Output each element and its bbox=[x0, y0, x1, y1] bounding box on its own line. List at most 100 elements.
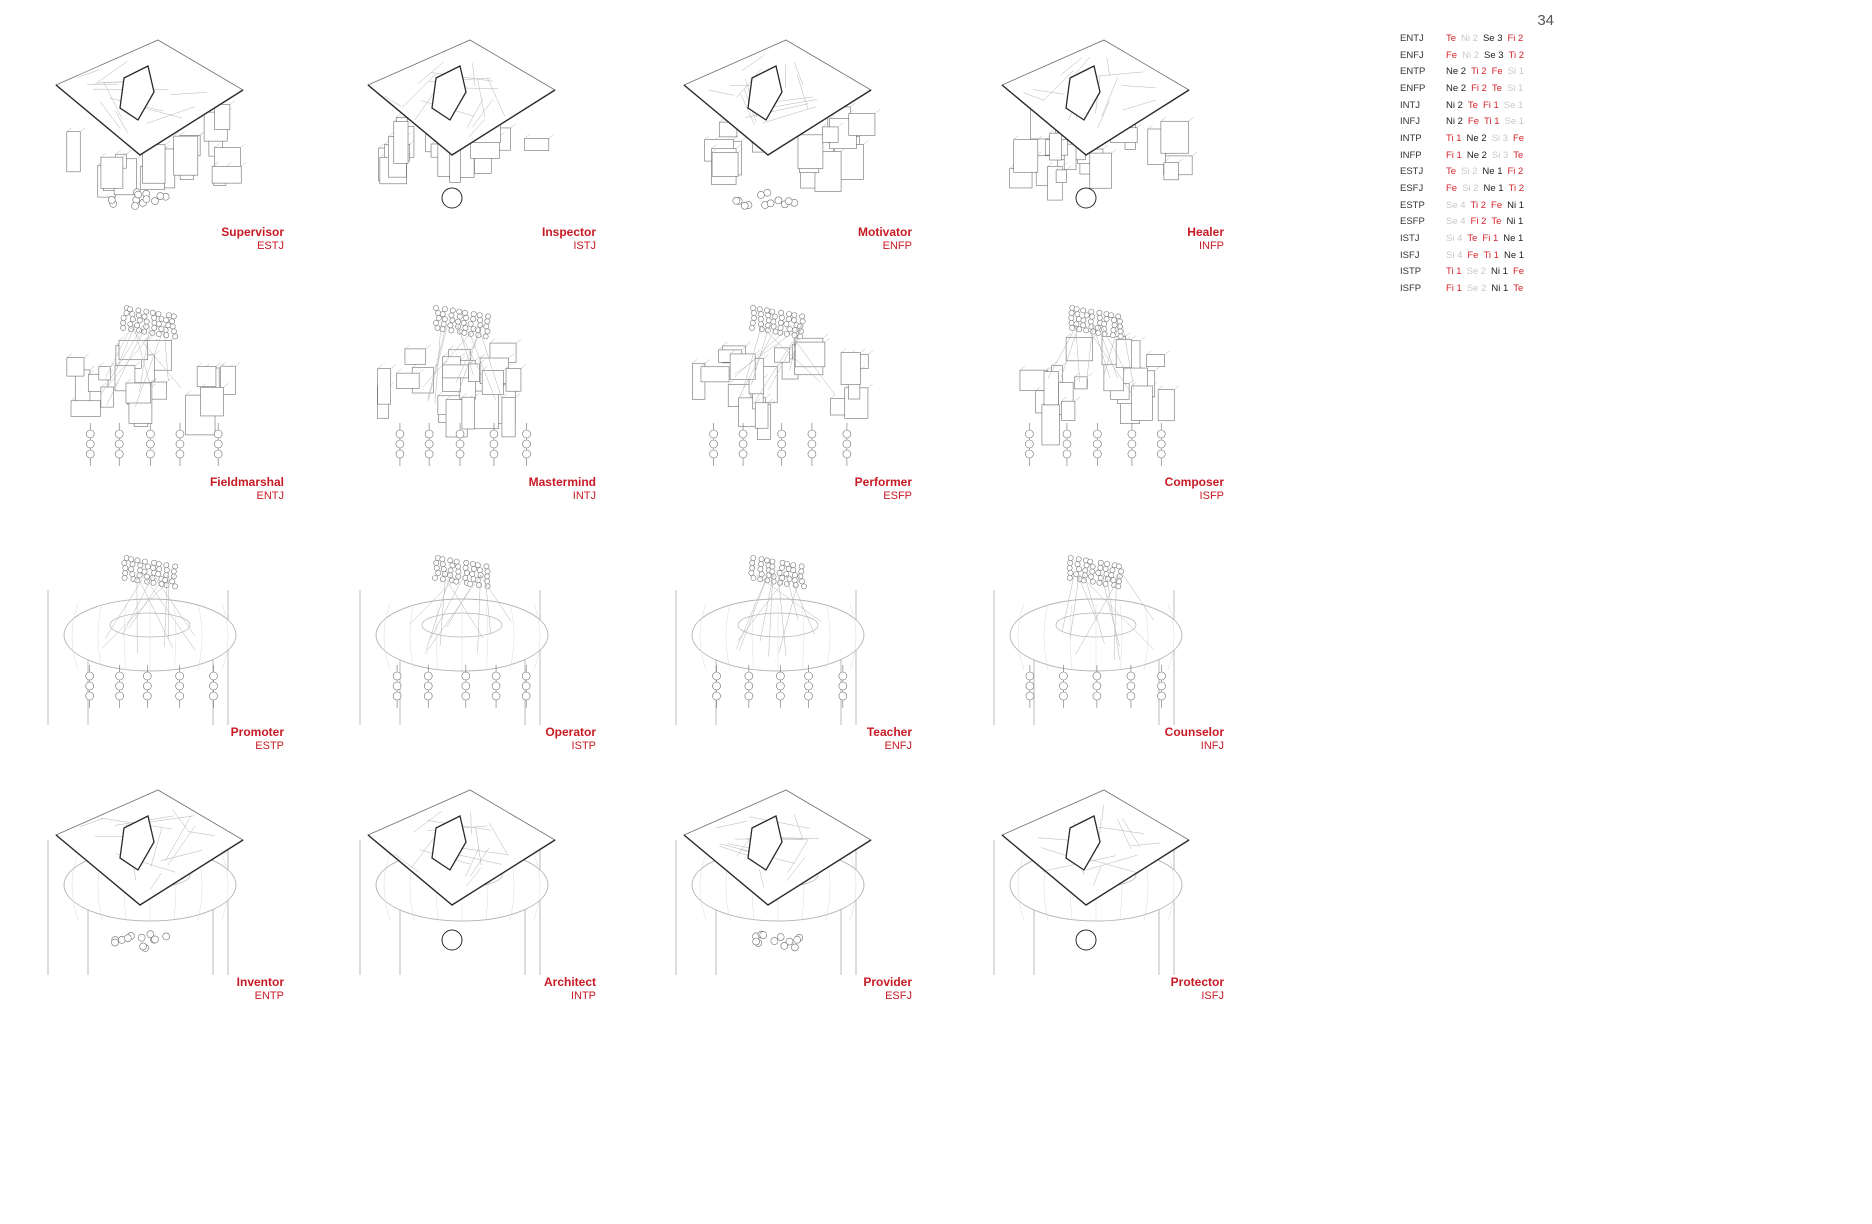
axonometric-drawing bbox=[675, 789, 872, 975]
bubble-net-drawing bbox=[734, 305, 836, 406]
legend-function: Ne 1 bbox=[1503, 249, 1525, 261]
typology-code: ESFP bbox=[883, 490, 912, 502]
legend-function: Si 3 bbox=[1491, 149, 1509, 161]
legend-function: Ni 2 bbox=[1462, 49, 1479, 61]
bubble-net-drawing bbox=[101, 555, 196, 654]
typology-code: ENTJ bbox=[256, 490, 285, 502]
legend-function: Ne 2 bbox=[1446, 66, 1467, 78]
typology-name: Performer bbox=[854, 475, 912, 489]
legend-function: Si 3 bbox=[1491, 132, 1508, 144]
legend-function: Ne 2 bbox=[1466, 149, 1487, 161]
terrain-roof-drawing bbox=[683, 789, 872, 906]
hanging-pods-drawing bbox=[85, 665, 218, 708]
city-blocks-drawing bbox=[1019, 332, 1180, 446]
typology-code: ISTJ bbox=[573, 240, 596, 252]
axonometric-drawing bbox=[359, 555, 549, 725]
typology-code: ESTP bbox=[255, 740, 284, 752]
legend-type: ISTJ bbox=[1400, 233, 1420, 245]
bubble-net-drawing bbox=[409, 555, 512, 654]
terrain-roof-drawing bbox=[1001, 39, 1190, 156]
typology-name: Inventor bbox=[236, 975, 284, 989]
legend-function: Ti 1 bbox=[1446, 266, 1462, 278]
legend-function: Se 3 bbox=[1482, 32, 1503, 44]
legend-function: Se 4 bbox=[1446, 216, 1466, 228]
torus-ring-drawing bbox=[691, 598, 865, 672]
legend-function: Ni 1 bbox=[1491, 266, 1508, 278]
typology-code: ESFJ bbox=[885, 990, 912, 1002]
axonometric-drawing bbox=[66, 305, 241, 466]
axonometric-drawing bbox=[675, 555, 865, 725]
legend-function: Ni 1 bbox=[1506, 216, 1524, 228]
legend-function: Ti 2 bbox=[1508, 49, 1525, 61]
legend-type: INFP bbox=[1400, 149, 1422, 161]
torus-ring-drawing bbox=[375, 598, 549, 672]
typology-code: ENFJ bbox=[884, 740, 913, 752]
legend-function: Te bbox=[1467, 233, 1478, 245]
legend-function: Se 2 bbox=[1466, 266, 1487, 278]
single-sphere-drawing bbox=[441, 929, 463, 951]
legend-type: INFJ bbox=[1400, 116, 1421, 128]
terrain-roof-drawing bbox=[1001, 789, 1190, 906]
legend-function: Te bbox=[1446, 32, 1457, 44]
legend-function: Ti 2 bbox=[1470, 199, 1487, 211]
typology-name: Provider bbox=[863, 975, 912, 989]
axonometric-drawing bbox=[367, 39, 556, 209]
legend-type: ESTJ bbox=[1400, 166, 1424, 178]
legend-function: Fi 2 bbox=[1470, 216, 1487, 228]
single-sphere-drawing bbox=[1075, 187, 1097, 209]
hanging-pods-drawing bbox=[1025, 665, 1166, 708]
typology-name: Supervisor bbox=[221, 225, 284, 239]
hanging-pods-drawing bbox=[85, 423, 223, 466]
typology-code: ESTJ bbox=[257, 240, 284, 252]
axonometric-drawing bbox=[683, 39, 881, 210]
axonometric-drawing bbox=[47, 555, 237, 725]
typology-name: Inspector bbox=[541, 225, 596, 239]
legend-type: ESFP bbox=[1400, 216, 1425, 228]
legend-function: Te bbox=[1446, 166, 1457, 178]
terrain-roof-drawing bbox=[683, 39, 872, 156]
terrain-roof-drawing bbox=[367, 789, 556, 906]
legend-function: Ti 1 bbox=[1484, 116, 1500, 128]
legend-function: Si 1 bbox=[1507, 66, 1525, 78]
typology-name: Teacher bbox=[866, 725, 912, 739]
legend-function: Se 3 bbox=[1484, 49, 1504, 61]
legend-function: Ti 2 bbox=[1508, 183, 1525, 195]
legend-function: Fe bbox=[1512, 266, 1525, 278]
legend-function: Te bbox=[1513, 149, 1524, 161]
legend-function: Ni 2 bbox=[1446, 116, 1463, 128]
bubble-cluster-drawing bbox=[732, 188, 799, 210]
axonometric-drawing bbox=[1001, 39, 1198, 209]
legend-function: Te bbox=[1491, 82, 1502, 94]
legend-function: Fi 1 bbox=[1482, 99, 1499, 111]
typology-name: Healer bbox=[1187, 225, 1224, 239]
legend-function: Fi 1 bbox=[1446, 149, 1462, 161]
legend-function: Fe bbox=[1491, 66, 1503, 78]
legend-function: Fe bbox=[1446, 49, 1458, 61]
city-blocks-drawing bbox=[66, 336, 241, 436]
typology-code: ENFP bbox=[882, 240, 912, 252]
legend-function: Se 1 bbox=[1503, 99, 1524, 111]
typology-name: Counselor bbox=[1164, 725, 1224, 739]
typology-name: Fieldmarshal bbox=[209, 475, 284, 489]
